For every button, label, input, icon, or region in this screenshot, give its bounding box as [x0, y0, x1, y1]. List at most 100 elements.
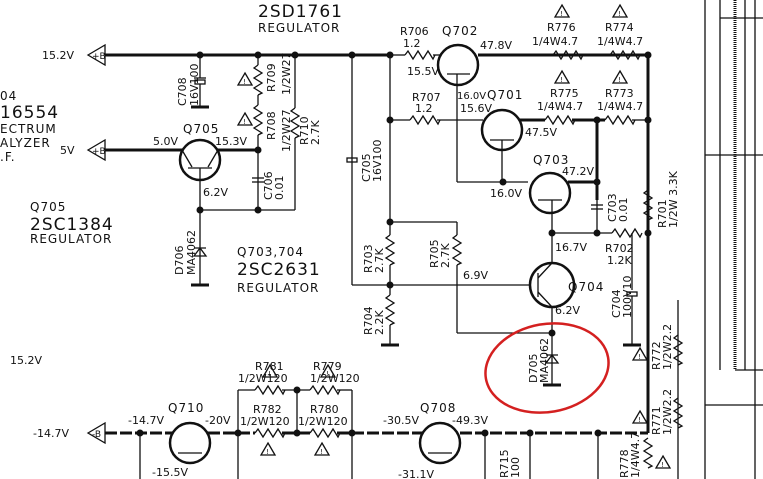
zener-d706-icon	[192, 246, 208, 257]
r774-label: R774	[605, 21, 634, 34]
r782-label: R782	[253, 403, 282, 416]
left-label: ECTRUM	[0, 122, 57, 136]
r782-value: 1/2W120	[240, 415, 290, 428]
plus-b-label: +B	[92, 52, 106, 62]
q703-collector-voltage: 47.2V	[562, 165, 594, 178]
q708-collector-voltage: -49.3V	[452, 414, 488, 427]
d705-value: MA4062	[538, 338, 551, 383]
q705-role: REGULATOR	[30, 232, 112, 246]
r776-label: R776	[547, 21, 576, 34]
input-voltage-top: 15.2V	[42, 49, 74, 62]
red-annotation-circle	[484, 322, 610, 414]
r709-value: 1/2W27	[280, 52, 293, 95]
r704-label: R704	[362, 306, 375, 335]
r703-label: R703	[362, 244, 375, 273]
r775-value: 1/4W4.7	[537, 100, 583, 113]
adjacent-circuit-frame	[704, 0, 763, 479]
d706-label: D706	[173, 246, 186, 275]
c706-value: 0.01	[273, 176, 286, 201]
q703-label: Q703	[533, 153, 569, 167]
r778-label: R778	[618, 449, 631, 478]
transistor-q702	[436, 43, 480, 87]
r703-value: 2.7K	[373, 248, 386, 273]
transistor-q703	[528, 171, 572, 215]
q708-emitter-voltage: -30.5V	[383, 414, 419, 427]
q705-collector-voltage: 15.3V	[215, 135, 247, 148]
q702-label: Q702	[442, 24, 478, 38]
r702-label: R702	[605, 242, 634, 255]
q705-label: Q705	[183, 122, 219, 136]
r709-label: R709	[265, 63, 278, 92]
r774-value: 1/4W4.7	[597, 35, 643, 48]
q701-label: Q701	[487, 88, 523, 102]
r706-label: R706	[400, 25, 429, 38]
r779-label: R779	[313, 360, 342, 373]
r706-value: 1.2	[403, 37, 421, 50]
r781-value: 1/2W120	[238, 372, 288, 385]
minus-b-label: -B	[92, 430, 101, 440]
q705-emitter-voltage: 5.0V	[153, 135, 178, 148]
zener-d705-icon	[544, 353, 560, 364]
r710-label: R710	[298, 116, 311, 145]
q702-emitter-voltage: 15.5V	[407, 65, 439, 78]
q704-emitter-voltage: 6.2V	[555, 304, 580, 317]
q704-label: Q704	[568, 280, 604, 294]
r781-label: R781	[255, 360, 284, 373]
r771-value: 1/2W2.2	[661, 389, 674, 435]
input-voltage-neg: -14.7V	[33, 427, 69, 440]
q701-collector-voltage: 47.5V	[525, 126, 557, 139]
q701-emitter-voltage: 15.6V	[460, 102, 492, 115]
r780-value: 1/2W120	[298, 415, 348, 428]
r702-value: 1.2K	[607, 254, 632, 267]
q705-part: 2SC1384	[30, 215, 114, 235]
r715-label: R715	[498, 449, 511, 478]
r771-label: R771	[650, 406, 663, 435]
left-label: .F.	[0, 150, 16, 164]
d705-label: D705	[527, 354, 540, 383]
q704-collector-voltage: 16.7V	[555, 241, 587, 254]
c704-label: C704	[610, 289, 623, 318]
q704-base-voltage: 6.9V	[463, 269, 488, 282]
input-voltage-5v: 5V	[60, 144, 75, 157]
left-label: 16554	[0, 103, 59, 123]
plus-b-terminal-icon	[86, 43, 106, 67]
left-label: ALYZER	[0, 136, 51, 150]
r707-value: 1.2	[415, 102, 433, 115]
c708-label: C708	[176, 77, 189, 106]
q710-label: Q710	[168, 401, 204, 415]
c708-value: 16V100	[188, 63, 201, 106]
plus-b-label: +B	[92, 147, 106, 157]
c703-value: 0.01	[617, 198, 630, 223]
q703-704-title: Q703,704	[237, 245, 304, 259]
q710-base-voltage: -15.5V	[152, 466, 188, 479]
q703-base-voltage: 16.0V	[490, 187, 522, 200]
r772-label: R772	[650, 341, 663, 370]
r710-value: 2.7K	[309, 120, 322, 145]
r772-value: 1/2W2.2	[661, 324, 674, 370]
q705-title: Q705	[30, 200, 66, 214]
r776-value: 1/4W4.7	[532, 35, 578, 48]
side-voltage-label: 15.2V	[10, 354, 42, 367]
c706-label: C706	[262, 171, 275, 200]
r707-label: R707	[412, 91, 441, 104]
r704-value: 2.2K	[373, 310, 386, 335]
r705-value: 2.7K	[439, 243, 452, 268]
left-label: 04	[0, 89, 17, 103]
r701-label: R701	[656, 199, 669, 228]
transistor-q708	[418, 421, 462, 465]
r780-label: R780	[310, 403, 339, 416]
r708-label: R708	[265, 111, 278, 140]
c705-value: 16V100	[371, 139, 384, 182]
q703-704-part: 2SC2631	[237, 260, 321, 280]
q702-base-voltage: 16.0V	[457, 91, 486, 102]
q710-emitter-voltage: -14.7V	[128, 414, 164, 427]
q702-role: REGULATOR	[258, 21, 340, 35]
r708-value: 1/2W27	[280, 109, 293, 152]
q710-collector-voltage: -20V	[205, 414, 231, 427]
c704-value: 100V10	[621, 275, 634, 318]
q702-part: 2SD1761	[258, 2, 343, 22]
d706-value: MA4062	[185, 230, 198, 275]
r705-label: R705	[428, 239, 441, 268]
